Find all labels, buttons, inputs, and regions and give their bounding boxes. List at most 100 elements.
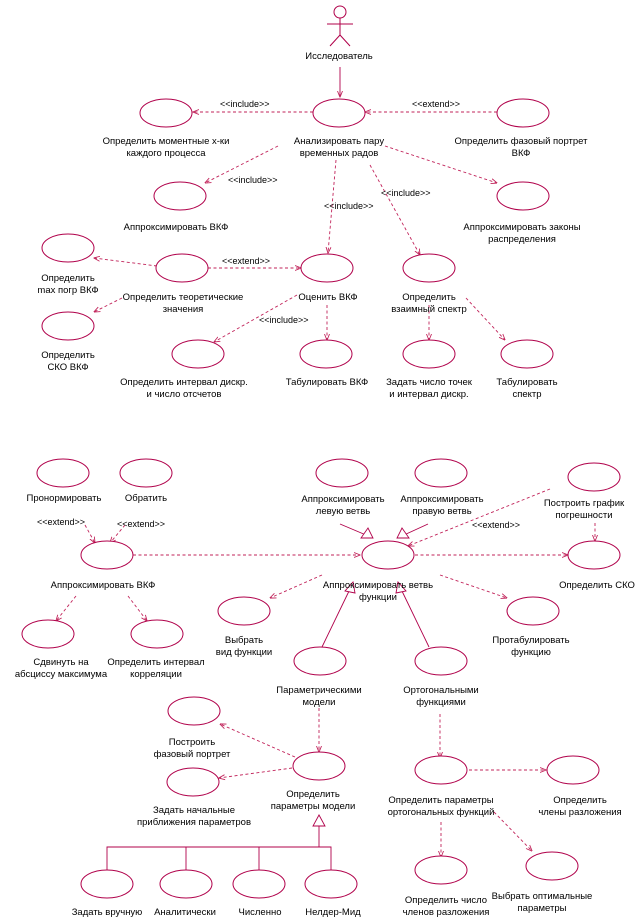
use-case-tab-spectrum[interactable]: Табулировать спектр	[496, 339, 558, 400]
use-case-tabulate-fn[interactable]: Протабулировать функцию	[492, 596, 570, 658]
use-case-label: Задать число точек	[386, 377, 473, 388]
use-case-terms-count[interactable]: Определить число членов разложения	[403, 855, 490, 918]
use-case-label: и число отсчетов	[147, 389, 222, 400]
dep-interval	[214, 294, 298, 342]
stereotype-extend: <<extend>>	[37, 517, 85, 527]
use-case-approx-branch[interactable]: Аппроксимировать ветвь функции	[323, 540, 433, 603]
use-case-label: Анализировать пару	[294, 136, 385, 147]
top-stereotypes: <<include>> <<extend>> <<include>> <<inc…	[220, 99, 460, 325]
use-case-label: параметры модели	[271, 801, 356, 812]
use-case-approx-vkf-top[interactable]: Аппроксимировать ВКФ	[124, 181, 229, 233]
use-case-label: Протабулировать	[492, 635, 569, 646]
use-case-label: Ортогональными	[403, 685, 478, 696]
use-case-parametric[interactable]: Параметрическими модели	[276, 646, 362, 708]
use-case-label: Выбрать оптимальные	[492, 891, 593, 902]
use-case-tab-vkf[interactable]: Табулировать ВКФ	[286, 339, 369, 388]
use-case-label: вид функции	[216, 647, 272, 658]
use-case-choose-view[interactable]: Выбрать вид функции	[216, 596, 272, 658]
use-case-approx-right[interactable]: Аппроксимировать правую ветвь	[400, 458, 484, 517]
use-case-label: параметры	[518, 903, 567, 914]
include-approx-vkf	[205, 145, 279, 183]
top-connectors	[94, 67, 505, 342]
use-case-shift[interactable]: Сдвинуть на абсциссу максимума	[15, 619, 108, 680]
use-case-label: Определить теоретические	[123, 292, 244, 303]
use-case-label: Определить	[553, 795, 607, 806]
use-case-mutual[interactable]: Определить взаимный спектр	[391, 253, 467, 315]
use-case-model-params[interactable]: Определить параметры модели	[271, 751, 356, 812]
use-case-label: функциями	[416, 697, 466, 708]
use-case-moment[interactable]: Определить моментные х-ки каждого процес…	[103, 98, 230, 159]
dep-phase-portrait	[220, 724, 296, 758]
dep-choose-view	[270, 574, 323, 598]
stereotype-include: <<include>>	[259, 315, 309, 325]
stereotype-include: <<include>>	[228, 175, 278, 185]
use-case-optimal[interactable]: Выбрать оптимальные параметры	[492, 851, 593, 914]
use-case-label: Нелдер-Мид	[305, 907, 361, 918]
use-case-points[interactable]: Задать число точек и интервал дискр.	[386, 339, 473, 400]
use-case-terms[interactable]: Определить члены разложения	[538, 755, 622, 818]
use-case-label: модели	[303, 697, 336, 708]
dep-shift	[56, 595, 77, 621]
use-case-label: фазовый портрет	[154, 749, 231, 760]
use-case-error-plot[interactable]: Построить график погрешности	[544, 462, 625, 521]
use-case-label: Задать начальные	[153, 805, 235, 816]
use-case-label: спектр	[512, 389, 541, 400]
dep-sko-vkf	[94, 297, 123, 312]
use-case-label: члены разложения	[538, 807, 621, 818]
use-case-label: левую ветвь	[316, 506, 370, 517]
stereotype-include: <<include>>	[381, 188, 431, 198]
use-case-numeric[interactable]: Численно	[232, 869, 286, 918]
use-case-corr-interval[interactable]: Определить интервал корреляции	[107, 619, 205, 680]
dep-tab-spectrum	[465, 297, 505, 340]
bottom-stereotypes: <<extend>> <<extend>> <<extend>>	[37, 517, 520, 530]
use-case-label: каждого процесса	[126, 148, 206, 159]
use-case-label: Табулировать ВКФ	[286, 377, 369, 388]
use-case-label: значения	[163, 304, 204, 315]
use-case-phase-portrait[interactable]: Построить фазовый портрет	[154, 696, 231, 760]
use-case-theor[interactable]: Определить теоретические значения	[123, 253, 244, 315]
use-case-analyze[interactable]: Анализировать пару временных радов	[294, 98, 385, 159]
use-case-manual[interactable]: Задать вручную	[72, 869, 143, 918]
dep-error-plot	[408, 488, 551, 546]
use-case-label: Определить число	[405, 895, 487, 906]
actor-icon	[327, 5, 353, 47]
use-case-sko-vkf[interactable]: Определить СКО ВКФ	[41, 311, 95, 373]
stereotype-extend: <<extend>>	[412, 99, 460, 109]
dep-optimal	[493, 811, 532, 851]
extend-normalize	[84, 524, 95, 543]
use-case-label: и интервал дискр.	[389, 389, 468, 400]
use-case-label: Аппроксимировать ветвь	[323, 580, 433, 591]
use-case-orthogonal[interactable]: Ортогональными функциями	[403, 646, 479, 708]
use-case-label: Сдвинуть на	[33, 657, 89, 668]
use-case-invert[interactable]: Обратить	[119, 458, 173, 504]
use-case-ortho-params[interactable]: Определить параметры ортогональных функц…	[388, 755, 495, 818]
use-case-label: Аппроксимировать	[400, 494, 483, 505]
use-case-approx-laws[interactable]: Аппроксимировать законы распределения	[463, 181, 581, 245]
actor-researcher[interactable]: Исследователь	[305, 5, 373, 62]
use-case-normalize[interactable]: Пронормировать	[27, 458, 102, 504]
use-case-phase-portrait-top[interactable]: Определить фазовый портрет ВКФ	[455, 98, 589, 159]
use-case-label: функцию	[511, 647, 551, 658]
use-case-label: Численно	[239, 907, 282, 918]
use-case-nelder[interactable]: Нелдер-Мид	[304, 869, 361, 918]
use-case-interval[interactable]: Определить интервал дискр. и число отсче…	[120, 339, 248, 400]
use-case-label: СКО ВКФ	[47, 362, 88, 373]
extend-invert	[110, 524, 126, 543]
include-estimate	[328, 159, 337, 253]
use-case-label: Параметрическими	[276, 685, 361, 696]
generalizations	[106, 523, 430, 870]
use-case-label: Пронормировать	[27, 493, 102, 504]
use-case-label: Определить СКО	[559, 580, 635, 591]
use-case-approx-left[interactable]: Аппроксимировать левую ветвь	[301, 458, 385, 517]
use-case-label: временных радов	[300, 148, 379, 159]
use-case-max-err[interactable]: Определить max погр ВКФ	[37, 233, 99, 296]
use-case-initial[interactable]: Задать начальные приближения параметров	[137, 767, 251, 828]
use-case-analytic[interactable]: Аналитически	[154, 869, 216, 918]
use-case-sko[interactable]: Определить СКО	[559, 540, 635, 591]
use-case-label: Задать вручную	[72, 907, 143, 918]
use-case-estimate[interactable]: Оценить ВКФ	[298, 253, 358, 303]
dep-initial	[219, 767, 293, 778]
use-case-approx-vkf-bottom[interactable]: Аппроксимировать ВКФ	[51, 540, 156, 591]
use-case-label: правую ветвь	[412, 506, 471, 517]
